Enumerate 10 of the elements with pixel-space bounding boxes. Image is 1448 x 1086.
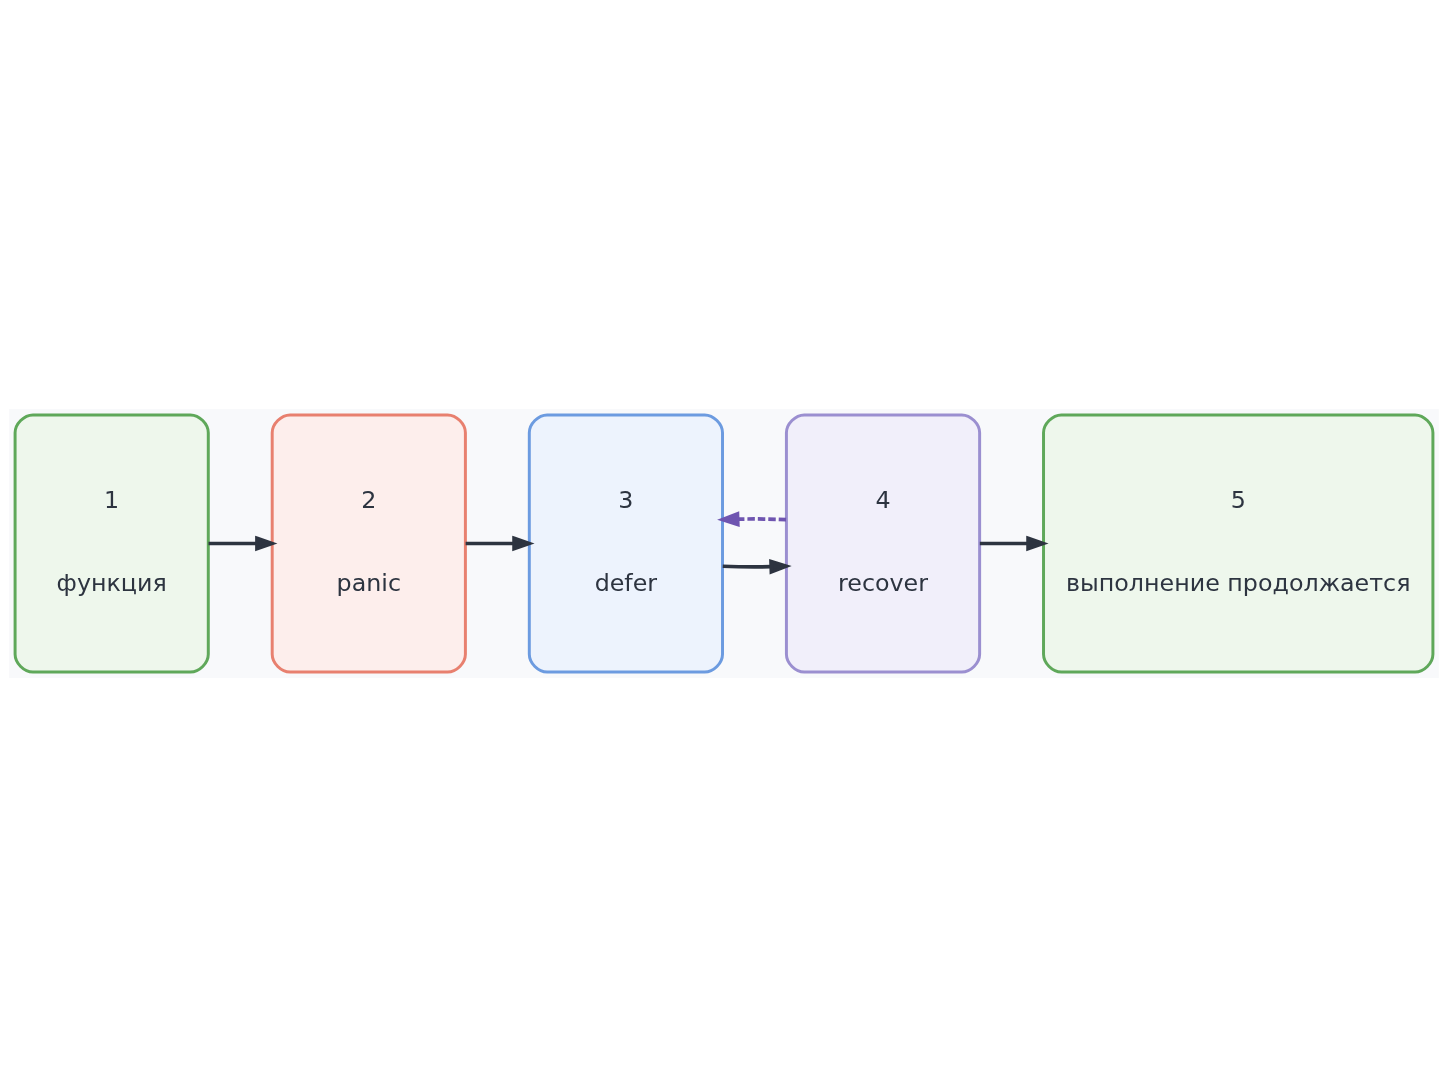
- arrow: [208, 535, 278, 551]
- node-box: 2 panic: [270, 412, 467, 674]
- arrow: [717, 510, 787, 527]
- arrow: [979, 535, 1049, 551]
- node-box: 1 функция: [13, 412, 210, 674]
- node-box: 5 выполнение продолжается: [1042, 412, 1435, 674]
- arrow: [722, 558, 792, 575]
- node-box: 4 recover: [784, 412, 982, 674]
- arrow: [465, 535, 535, 551]
- node-box: 3 defer: [527, 412, 724, 674]
